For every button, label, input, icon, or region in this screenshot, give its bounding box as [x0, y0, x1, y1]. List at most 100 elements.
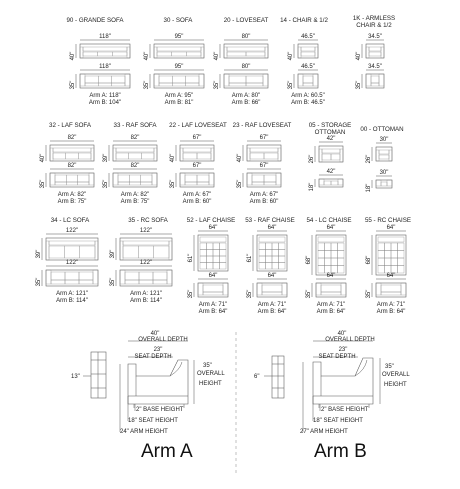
- height-dimension: 35": [144, 81, 150, 90]
- width-dimension: 42": [327, 136, 336, 142]
- height-dimension: 35": [70, 81, 76, 90]
- width-dimension: 34.5": [368, 34, 382, 40]
- product-title: 05 - STORAGE: [309, 122, 352, 129]
- height-dimension: 35": [214, 81, 220, 90]
- depth-dimension: 39": [36, 250, 42, 259]
- arm-b-length: Arm B: 75": [58, 199, 87, 205]
- product-title: 54 - LC CHAISE: [306, 217, 351, 224]
- arm-a-length: Arm A: 60.5": [291, 93, 324, 99]
- arm-b-length: Arm B: 81": [165, 100, 194, 106]
- height-dimension: 35": [237, 180, 243, 189]
- depth-dimension: 68": [306, 256, 312, 265]
- arm-b-length: Arm B: 66": [232, 100, 261, 106]
- arm-a-overall-height-label-1: OVERALL: [197, 371, 225, 377]
- product-title: 35 - RC SOFA: [128, 217, 168, 224]
- arm-b-length: Arm B: 46.5": [291, 100, 325, 106]
- arm-b-length: Arm B: 64": [199, 309, 228, 315]
- product-title-line-2: OTTOMAN: [315, 129, 346, 136]
- depth-dimension: 40": [70, 52, 76, 61]
- height-dimension: 35": [170, 180, 176, 189]
- arm-b-caption: Arm B: [314, 441, 367, 462]
- product-title: 34 - LC SOFA: [51, 217, 90, 224]
- arm-a-seat-height: 18" SEAT HEIGHT: [128, 418, 178, 424]
- height-dimension: 35": [306, 290, 312, 299]
- height-dimension: 18": [309, 183, 315, 192]
- product-title: 55 - RC CHAISE: [365, 217, 411, 224]
- width-dimension: 67": [193, 135, 202, 141]
- front-width-dimension: 42": [327, 169, 336, 175]
- depth-dimension: 61": [247, 254, 253, 263]
- height-dimension: 35": [366, 290, 372, 299]
- height-dimension: 35": [40, 180, 46, 189]
- width-dimension: 64": [268, 225, 277, 231]
- product-title: 32 - LAF SOFA: [49, 122, 92, 129]
- product-title: 22 - LAF LOVESEAT: [169, 122, 227, 129]
- width-dimension: 46.5": [301, 34, 315, 40]
- arm-b-length: Arm B: 60": [183, 199, 212, 205]
- top-view-outline: [45, 237, 99, 261]
- product-title: 33 - RAF SOFA: [114, 122, 158, 129]
- width-dimension: 64": [327, 225, 336, 231]
- arm-a-length: Arm A: 118": [89, 93, 120, 99]
- depth-dimension: 39": [103, 154, 109, 163]
- front-width-dimension: 30": [380, 170, 389, 176]
- product-title: 30 - SOFA: [164, 17, 194, 24]
- product-4: 14 - CHAIR & 1/246.5"40"46.5"35"Arm A: 6…: [280, 17, 328, 106]
- front-width-dimension: 64": [209, 273, 218, 279]
- front-view-outline: [375, 179, 393, 189]
- arm-a-side-view: [90, 351, 107, 399]
- front-width-dimension: 80": [242, 64, 251, 70]
- arm-a-length: Arm A: 67": [250, 192, 278, 198]
- arm-b-overall-height-label-1: OVERALL: [382, 372, 410, 378]
- product-title: 14 - CHAIR & 1/2: [280, 17, 328, 24]
- arm-b-seat-depth-value: 23": [339, 347, 348, 353]
- arm-b-side-dim: 6": [254, 374, 259, 380]
- product-title: 1K - ARMLESS: [353, 15, 395, 22]
- arm-a-length: Arm A: 80": [232, 93, 260, 99]
- product-title: 20 - LOVESEAT: [224, 17, 269, 24]
- arm-a-overall-depth-value: 40": [151, 331, 160, 337]
- arm-b-length: Arm B: 60": [250, 199, 279, 205]
- depth-dimension: 40": [170, 154, 176, 163]
- depth-dimension: 40": [40, 154, 46, 163]
- arm-b-length: Arm B: 64": [258, 309, 287, 315]
- arm-a-overall-height-value: 35": [203, 363, 212, 369]
- front-width-dimension: 82": [68, 163, 77, 169]
- arm-a-length: Arm A: 82": [121, 192, 149, 198]
- front-view-outline: [45, 269, 99, 287]
- arm-b-overall-height-value: 35": [385, 364, 394, 370]
- product-title-line-2: CHAIR & 1/2: [356, 22, 392, 29]
- arm-b-overall-height-label-2: HEIGHT: [384, 382, 407, 388]
- product-title: 00 - OTTOMAN: [360, 126, 403, 133]
- height-dimension: 18": [366, 184, 372, 193]
- arm-b-length: Arm B: 64": [377, 309, 406, 315]
- depth-dimension: 26": [366, 155, 372, 164]
- arm-b-length: Arm B: 75": [121, 199, 150, 205]
- arm-a-profile-shape: [127, 359, 189, 405]
- front-width-dimension: 82": [131, 163, 140, 169]
- arm-a-base-height: 2" BASE HEIGHT: [136, 407, 184, 413]
- depth-dimension: 68": [366, 256, 372, 265]
- arm-a-length: Arm A: 121": [56, 291, 88, 297]
- height-dimension: 35": [110, 278, 116, 287]
- width-dimension: 82": [131, 135, 140, 141]
- arm-b-length: Arm B: 64": [317, 309, 346, 315]
- arm-a-side-dim: 13": [71, 374, 80, 380]
- arm-a-length: Arm A: 71": [377, 302, 405, 308]
- arm-b-seat-depth-label: SEAT DEPTH: [318, 354, 355, 360]
- arm-b-length: Arm B: 114": [130, 298, 162, 304]
- product-title: 52 - LAF CHAISE: [187, 217, 236, 224]
- arm-b-arm-height: 27" ARM HEIGHT: [300, 429, 348, 435]
- arm-b-profile: 6" 40" OVERALL DEPTH 23" SEAT DEPTH 35" …: [254, 331, 410, 462]
- front-width-dimension: 67": [260, 163, 269, 169]
- arm-a-length: Arm A: 121": [130, 291, 162, 297]
- depth-dimension: 61": [188, 254, 194, 263]
